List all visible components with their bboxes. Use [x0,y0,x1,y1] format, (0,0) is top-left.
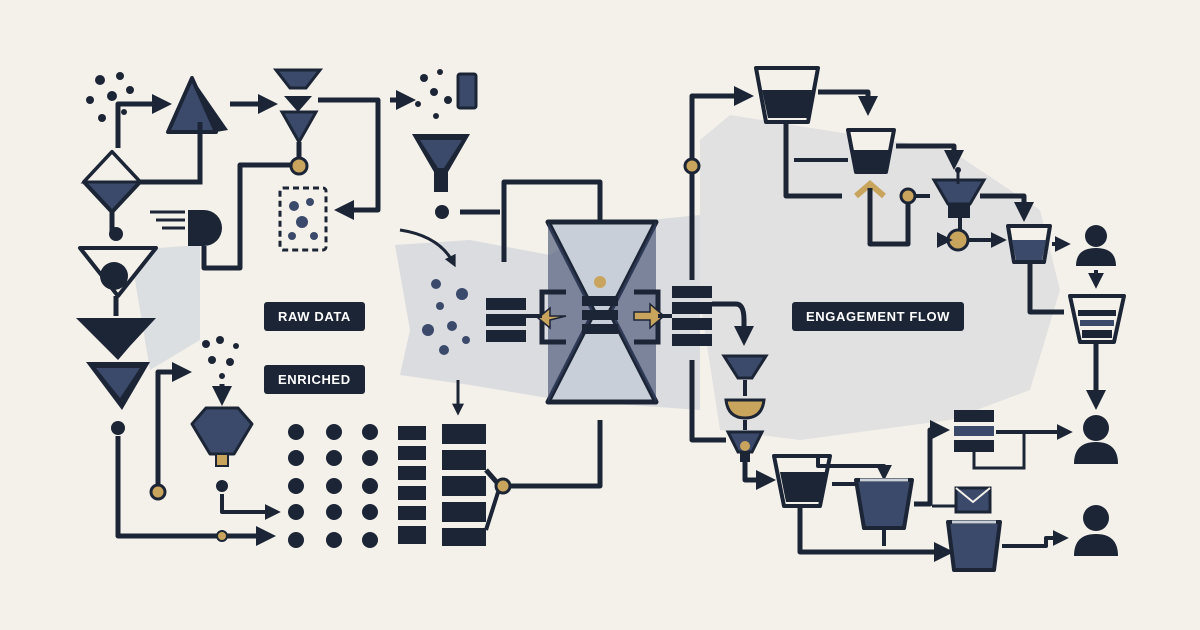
edge-b4-down [797,508,954,562]
user-icon [1074,505,1118,556]
edge-mid-right [220,494,281,520]
dot-left-2 [111,421,125,435]
record-stack-icon [954,410,994,452]
scatter-dots-center [422,279,470,355]
junction-gold-4 [494,477,512,495]
edge-lr-to-bucket [742,462,776,490]
edge-gear-loop [201,162,300,271]
funnel-icon [931,167,987,218]
edge-stack-curve [712,301,754,346]
edge-bucket1-down [783,124,842,199]
edge-curve-into-haze [399,228,456,268]
bucket-icon [946,520,1002,572]
junction-gold-3 [216,530,228,542]
pyramid-icon [166,76,228,134]
user-icon [1076,225,1116,266]
enriched-label: ENRICHED [264,365,365,394]
arrow-gold-up [854,180,886,199]
junction-gold-7 [899,187,917,205]
dot-funnel-out [435,205,449,219]
bucket-icon [1006,224,1052,264]
dot-left-1 [109,227,123,241]
funnel-icon [725,430,765,462]
edge-funnel-right [318,97,381,220]
funnel-icon [412,134,470,192]
edge-diamond-trunk [140,122,203,185]
junction-gold-8 [946,228,970,252]
bucket-icon [854,478,914,530]
record-stack-icon [398,424,486,546]
dots-and-cup-top [415,69,452,119]
edge-dots-to-pyramid [115,94,172,148]
junction-gold-2 [149,483,167,501]
diamond-funnel-icon [190,406,254,467]
edge-bucket1-right [818,89,878,116]
junction-gold-1 [289,156,309,176]
sample-card [278,186,328,252]
scatter-dots-mid [202,336,239,379]
engagement-flow-label: ENGAGEMENT FLOW [792,302,965,331]
edge-up-to-bucket [689,86,754,280]
edge-grid-to-mixer-b [484,485,502,531]
layered-funnel-icon [1068,294,1126,344]
edge-bucket3-down [1027,264,1064,315]
gold-bowl [724,398,766,420]
cup-icon [456,72,478,110]
edge-b4-up [816,458,892,481]
user-icon [1074,415,1118,464]
funnel-icon [78,246,158,298]
edge-grid-to-mixer [484,420,603,489]
edge-bucket2-right [896,143,964,170]
edge-b6-right [1002,530,1069,548]
funnel-icon [86,362,150,410]
dot-mid [216,480,228,492]
edge-down-to-bucket [689,360,726,443]
edge-top-loop [501,179,610,262]
bucket-icon [754,66,820,124]
record-stack-icon [486,298,526,342]
envelope-icon [954,486,992,514]
record-stack-icon [672,286,712,346]
haze-left [130,245,200,370]
edge-stack-loop [972,432,1026,470]
junction-gold-6 [683,157,701,175]
hourglass-funnel-icon [272,68,324,146]
bucket-icon [772,454,832,508]
edge-gold-loop [867,188,911,247]
gear-icon [188,210,222,246]
arrow-gold-right [633,302,666,330]
bucket-icon [846,128,896,174]
edge-left-bottom-b [155,362,192,492]
raw-data-label: RAW DATA [264,302,365,331]
funnel-icon [76,318,156,360]
diamond-icon [80,149,144,214]
funnel-icon [721,354,769,380]
dot-grid [288,424,378,548]
edge-right-diag [980,193,1034,222]
edge-left-bottom-a [115,436,276,546]
record-stack-icon [582,296,618,334]
edge-b5-right [914,420,950,507]
scatter-dots-topleft [86,72,134,122]
speed-lines [150,210,185,230]
junction-gold-5 [594,276,606,288]
